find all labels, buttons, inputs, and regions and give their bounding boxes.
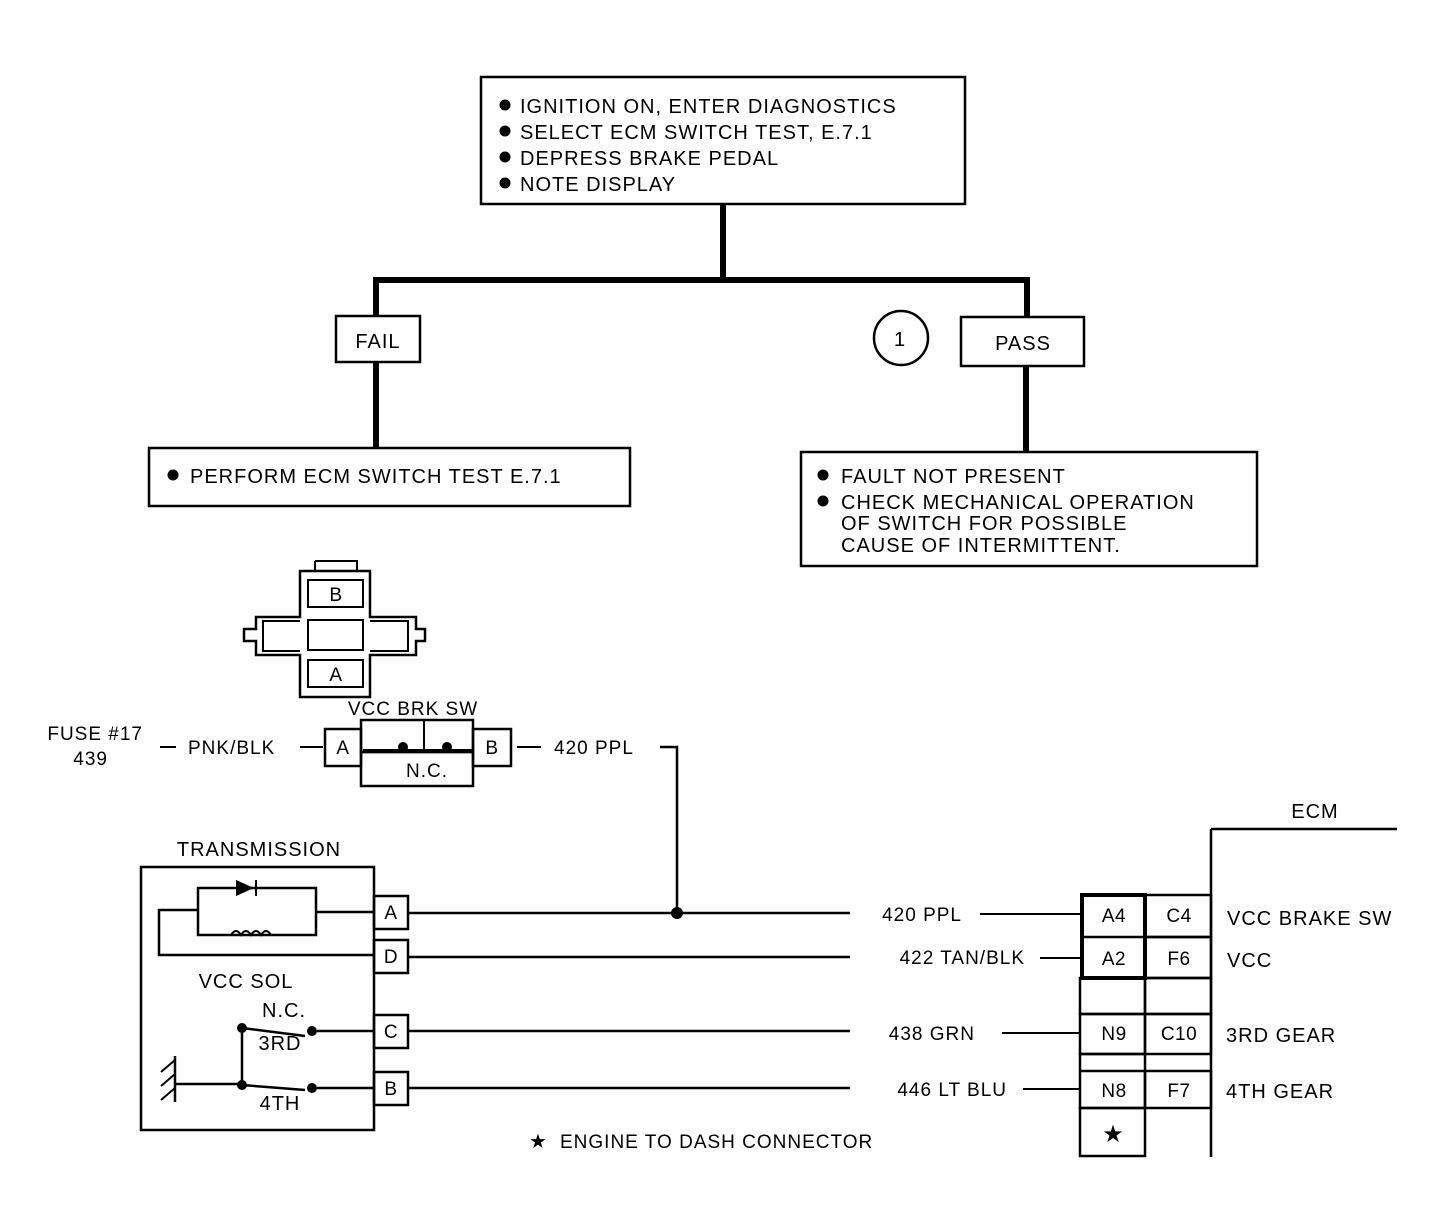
transmission-pin-d: D — [384, 947, 398, 968]
pass-item-2: CHECK MECHANICAL OPERATION — [841, 492, 1195, 514]
brake-switch-nc-box — [359, 750, 475, 788]
transmission: TRANSMISSION VCC SOL N.C. 3RD 4TH A D C — [139, 839, 410, 1132]
wire-label-438: 438 GRN — [889, 1024, 975, 1045]
harness-wires: 420 PPL 422 TAN/BLK 438 GRN 446 LT BLU — [408, 905, 1080, 1101]
star-icon: ★ — [1102, 1121, 1124, 1148]
ecm-title: ECM — [1291, 801, 1338, 823]
transmission-pin-b: B — [384, 1079, 397, 1100]
switch-3rd-label: 3RD — [258, 1033, 301, 1055]
fail-label: FAIL — [355, 331, 400, 353]
input-wire-label: PNK/BLK — [188, 738, 275, 759]
pass-item-3: OF SWITCH FOR POSSIBLE — [841, 513, 1127, 535]
ecm-function-3rd-gear: 3RD GEAR — [1226, 1025, 1336, 1047]
pass-item-1: FAULT NOT PRESENT — [841, 466, 1066, 488]
ecm-function-brake-sw: VCC BRAKE SW — [1227, 908, 1392, 930]
fail-box — [334, 314, 422, 364]
vcc-brake-switch: VCC BRK SW FUSE #17 439 PNK/BLK A N.C. B… — [47, 699, 683, 919]
legend-text: ENGINE TO DASH CONNECTOR — [560, 1132, 873, 1153]
transmission-box — [139, 865, 376, 1132]
switch-contact-icon — [307, 1083, 317, 1093]
ecm-function-vcc: VCC — [1227, 950, 1272, 972]
wire-label-422: 422 TAN/BLK — [900, 948, 1025, 969]
connector-latch — [315, 560, 358, 571]
transmission-pin-a: A — [384, 903, 397, 924]
step-number-circle — [872, 309, 930, 367]
fuse-circuit-number: 439 — [73, 749, 108, 770]
start-item-4: NOTE DISPLAY — [520, 174, 676, 196]
legend: ★ ENGINE TO DASH CONNECTOR — [529, 1131, 873, 1153]
connector-outline — [242, 569, 427, 699]
pass-result-box — [799, 450, 1259, 568]
fail-item-1: PERFORM ECM SWITCH TEST E.7.1 — [190, 466, 562, 488]
output-wire-label: 420 PPL — [554, 738, 634, 759]
brake-switch-body — [359, 718, 475, 754]
solenoid-label: VCC SOL — [199, 971, 294, 993]
ecm-pin-c10: C10 — [1161, 1024, 1197, 1045]
brake-switch-pin-a: A — [336, 738, 349, 759]
brake-switch-pin-b: B — [485, 738, 498, 759]
start-item-1: IGNITION ON, ENTER DIAGNOSTICS — [520, 96, 897, 118]
wire-label-420: 420 PPL — [882, 905, 962, 926]
pass-box — [959, 315, 1086, 368]
start-item-3: DEPRESS BRAKE PEDAL — [520, 148, 779, 170]
transmission-title: TRANSMISSION — [177, 839, 341, 861]
bullet-icon — [499, 151, 511, 163]
bullet-icon — [817, 495, 829, 507]
brake-switch-pin-b-box — [471, 727, 513, 768]
ecm-pin-f7: F7 — [1167, 1081, 1190, 1102]
brake-switch-title: VCC BRK SW — [348, 699, 478, 720]
step-number: 1 — [894, 329, 906, 351]
ecm-pin-n9: N9 — [1101, 1024, 1126, 1045]
pressure-switch-state: N.C. — [262, 1000, 306, 1022]
wire-label-446: 446 LT BLU — [897, 1080, 1007, 1101]
flowchart: IGNITION ON, ENTER DIAGNOSTICS SELECT EC… — [147, 75, 1259, 568]
brake-switch-state: N.C. — [406, 761, 448, 782]
switch-contact-icon — [442, 742, 452, 752]
solenoid-coil-icon — [230, 930, 272, 937]
switch-contact-icon — [398, 742, 408, 752]
brake-switch-output-wire — [660, 745, 679, 913]
switch-4th-label: 4TH — [260, 1093, 301, 1115]
ecm-function-4th-gear: 4TH GEAR — [1226, 1081, 1334, 1103]
connector-cavity-a — [307, 659, 364, 688]
transmission-pin-c: C — [384, 1022, 398, 1043]
switch-contact-icon — [307, 1026, 317, 1036]
connector-cavity-b — [307, 579, 364, 608]
brake-switch-connector-view: B A — [242, 560, 427, 699]
connector-pin-b: B — [329, 585, 342, 606]
connector-cavity-center — [307, 619, 364, 651]
ecm-pin-a2: A2 — [1102, 949, 1126, 970]
ecm: ECM A4 C4 VCC BRAKE SW A2 F6 VCC N9 C10 … — [1078, 801, 1397, 1158]
ecm-pin-n8: N8 — [1101, 1081, 1126, 1102]
ecm-pin-a4: A4 — [1102, 906, 1126, 927]
bullet-icon — [817, 469, 829, 481]
diode-icon — [236, 880, 254, 896]
fail-result-box — [147, 446, 632, 508]
legend-star-icon: ★ — [529, 1131, 547, 1153]
ecm-pin-f6: F6 — [1167, 949, 1190, 970]
pass-label: PASS — [995, 333, 1051, 355]
fuse-label: FUSE #17 — [47, 724, 143, 745]
pass-item-4: CAUSE OF INTERMITTENT. — [841, 535, 1121, 557]
ecm-pin-c4: C4 — [1166, 906, 1191, 927]
bullet-icon — [499, 125, 511, 137]
bullet-icon — [499, 99, 511, 111]
bullet-icon — [499, 177, 511, 189]
connector-pin-a: A — [329, 665, 342, 686]
bullet-icon — [167, 469, 179, 481]
start-item-2: SELECT ECM SWITCH TEST, E.7.1 — [520, 122, 873, 144]
